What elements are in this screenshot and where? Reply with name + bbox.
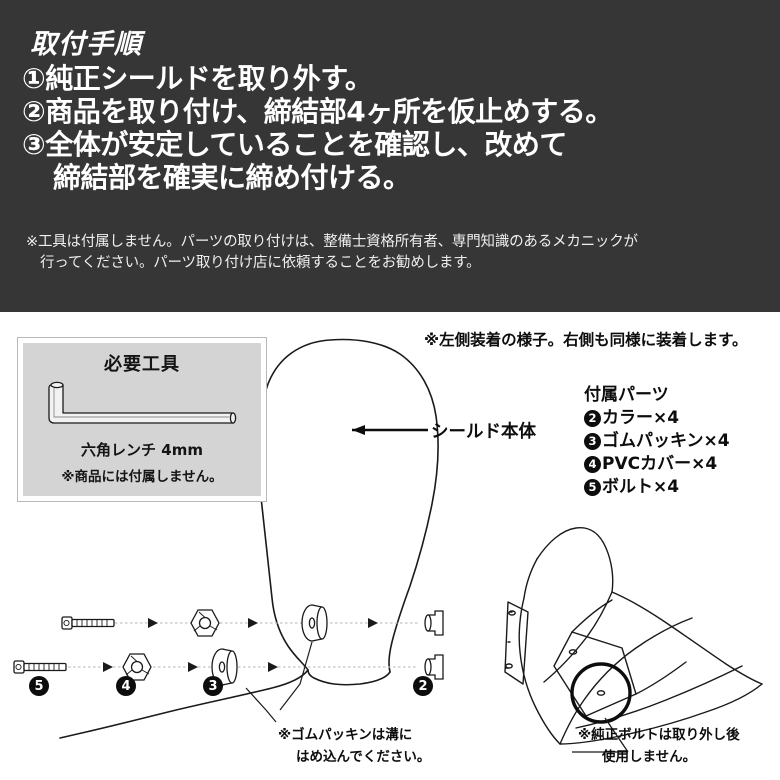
included-parts-list: 付属パーツ 2 カラー×4 3 ゴムパッキン×4 4 PVCカバー×4 5 ボル… <box>584 384 730 499</box>
parts-list-item: 4 PVCカバー×4 <box>584 453 730 476</box>
parts-label: ボルト×4 <box>602 477 680 497</box>
rubber-packing-note: ※ゴムパッキンは溝に はめ込んでください。 <box>278 724 430 768</box>
parts-list-item: 5 ボルト×4 <box>584 476 730 499</box>
parts-list-item: 2 カラー×4 <box>584 407 730 430</box>
required-tools-box: 必要工具 六角レンチ 4mm ※商品には付属しません。 <box>17 337 267 502</box>
side-installation-note: ※左側装着の様子。右側も同様に装着します。 <box>424 331 748 349</box>
parts-label: PVCカバー×4 <box>602 454 718 474</box>
highlight-circle <box>570 662 632 724</box>
marker-badge-4: 4 <box>116 676 136 696</box>
header-panel: 取付手順 ①純正シールドを取り外す。 ②商品を取り付け、締結部4ヶ所を仮止めする… <box>0 0 780 312</box>
parts-badge: 5 <box>584 479 601 496</box>
parts-list-item: 3 ゴムパッキン×4 <box>584 430 730 453</box>
note-line: 行ってください。パーツ取り付け店に依頼することをお勧めします。 <box>40 255 481 271</box>
assembly-row-lower <box>13 648 444 686</box>
marker-badge-3: 3 <box>203 676 223 696</box>
hex-wrench-icon <box>41 379 241 429</box>
page-title: 取付手順 <box>30 29 142 60</box>
step-item: 締結部を確実に締め付ける。 <box>53 161 411 194</box>
parts-label: ゴムパッキン×4 <box>602 431 730 451</box>
marker-badge-2: 2 <box>413 676 433 696</box>
note-line: ※ゴムパッキンは溝に <box>278 727 413 743</box>
included-parts-title: 付属パーツ <box>584 385 669 405</box>
tool-name-label: 六角レンチ 4mm <box>81 441 203 459</box>
assembly-row-upper <box>61 604 444 642</box>
note-line: ※工具は付属しません。パーツの取り付けは、整備士資格所有者、専門知識のあるメカニ… <box>26 234 638 250</box>
steps-list: ①純正シールドを取り外す。 ②商品を取り付け、締結部4ヶ所を仮止めする。 ③全体… <box>22 62 762 194</box>
parts-label: カラー×4 <box>602 408 680 428</box>
parts-badge: 4 <box>584 456 601 473</box>
marker-badge-5: 5 <box>29 676 49 696</box>
parts-badge: 3 <box>584 433 601 450</box>
shield-callout-arrow <box>352 425 428 435</box>
note-line: はめ込んでください。 <box>296 749 431 765</box>
required-tools-title: 必要工具 <box>104 354 180 375</box>
note-line: 使用しません。 <box>602 749 697 765</box>
parts-badge: 2 <box>584 410 601 427</box>
diagram-panel: 必要工具 六角レンチ 4mm ※商品には付属しません。 ※左側装着の様子。右側も… <box>0 312 780 780</box>
header-note: ※工具は付属しません。パーツの取り付けは、整備士資格所有者、専門知識のあるメカニ… <box>26 232 756 274</box>
note-line: ※純正ボルトは取り外し後 <box>578 727 740 743</box>
shield-body-label: シールド本体 <box>431 422 536 442</box>
tool-disclaimer: ※商品には付属しません。 <box>61 469 223 485</box>
factory-bolt-note: ※純正ボルトは取り外し後 使用しません。 <box>578 724 740 768</box>
step-item: ①純正シールドを取り外す。 <box>22 62 373 95</box>
step-item: ③全体が安定していることを確認し、改めて <box>22 128 567 161</box>
step-item: ②商品を取り付け、締結部4ヶ所を仮止めする。 <box>22 95 613 128</box>
